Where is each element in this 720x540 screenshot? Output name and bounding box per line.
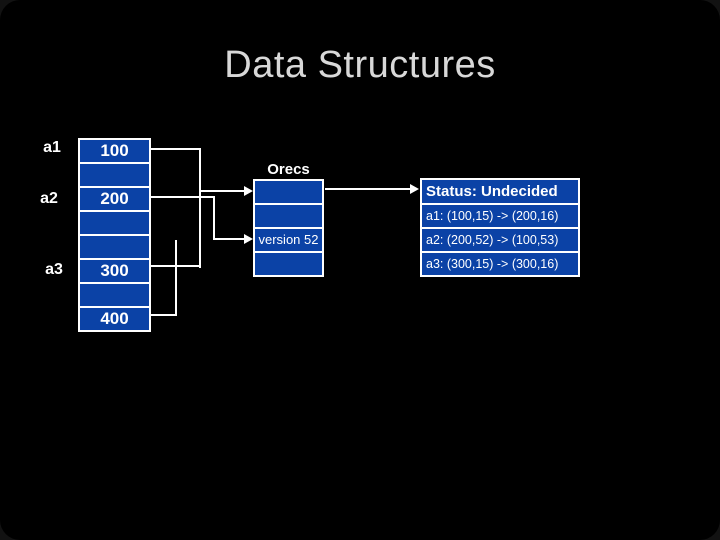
orecs-title: Orecs — [267, 161, 310, 178]
status-entry-a3: a3: (300,15) -> (300,16) — [422, 251, 578, 275]
connector-shared-vertical — [199, 148, 201, 268]
slide-title: Data Structures — [224, 44, 496, 86]
memory-cell-200: 200 — [80, 186, 149, 210]
memory-cell-100: 100 — [80, 140, 149, 162]
orec-cell-1 — [255, 181, 322, 203]
status-header: Status: Undecided — [426, 183, 558, 200]
memory-cell-empty-4 — [80, 282, 149, 306]
memory-cell-empty-3 — [80, 234, 149, 258]
arrowhead-into-status-icon — [410, 184, 419, 194]
arrowhead-into-version-icon — [244, 234, 253, 244]
status-entry-a2: a2: (200,52) -> (100,53) — [422, 227, 578, 251]
orec-cell-version: version 52 — [255, 227, 322, 251]
connector-to-orec-header — [201, 190, 244, 192]
memory-cell-300: 300 — [80, 258, 149, 282]
orecs-table: version 52 — [253, 179, 324, 277]
arrowhead-into-orec-icon — [244, 186, 253, 196]
memory-label-a3: a3 — [45, 261, 63, 278]
connector-a2-vertical — [213, 196, 215, 240]
connector-to-version-cell — [215, 238, 244, 240]
memory-cell-empty-1 — [80, 162, 149, 186]
connector-orec-to-status — [325, 188, 410, 190]
orec-cell-4 — [255, 251, 322, 275]
connector-a1-horizontal — [151, 148, 201, 150]
connector-a2-horizontal — [151, 196, 215, 198]
memory-array-table: 100 200 300 400 — [78, 138, 151, 332]
connector-400-horizontal — [151, 314, 177, 316]
memory-cell-empty-2 — [80, 210, 149, 234]
memory-label-a1: a1 — [43, 139, 61, 156]
orec-cell-2 — [255, 203, 322, 227]
status-box: Status: Undecided a1: (100,15) -> (200,1… — [420, 178, 580, 277]
status-entry-a1: a1: (100,15) -> (200,16) — [422, 203, 578, 227]
memory-label-a2: a2 — [40, 190, 58, 207]
connector-400-vertical — [175, 240, 177, 316]
memory-cell-400: 400 — [80, 306, 149, 330]
